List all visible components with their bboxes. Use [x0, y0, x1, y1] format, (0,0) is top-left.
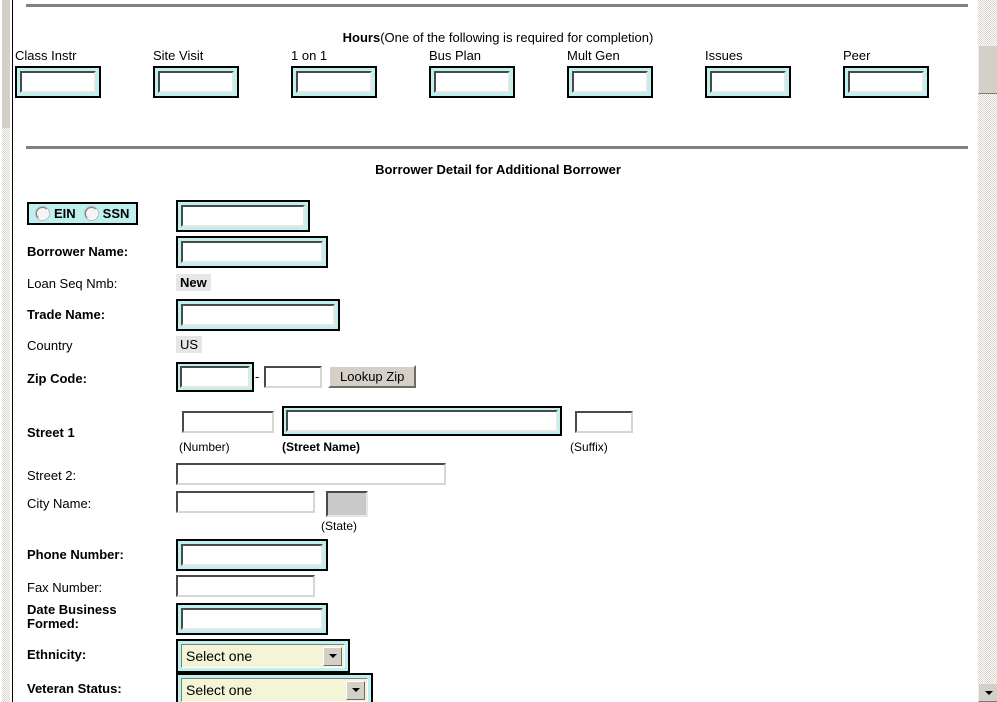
left-scrollbar-thumb[interactable] [2, 0, 10, 128]
hours-heading-strong: Hours [342, 30, 381, 45]
street-suffix-input[interactable] [575, 411, 633, 433]
city-name-input[interactable] [176, 491, 315, 513]
required-ring [15, 66, 101, 98]
loan-seq-label: Loan Seq Nmb: [27, 276, 118, 291]
hours-field-issues: Issues [705, 48, 791, 98]
chevron-down-icon[interactable] [323, 646, 342, 666]
hours-label-1-on-1: 1 on 1 [291, 48, 328, 63]
ethnicity-label: Ethnicity: [27, 647, 87, 662]
loan-seq-value: New [176, 274, 211, 291]
trade-name-label: Trade Name: [27, 307, 106, 322]
country-label: Country [27, 338, 73, 353]
street-number-caption: (Number) [179, 440, 230, 454]
hours-label-issues: Issues [705, 48, 743, 63]
hours-input-site-visit[interactable] [158, 71, 234, 93]
radio-ssn-icon[interactable] [84, 207, 98, 220]
arrow-down-icon [984, 690, 993, 695]
street2-input[interactable] [176, 463, 446, 485]
top-divider [26, 4, 968, 7]
zip-code-input[interactable] [180, 366, 250, 388]
tax-id-input[interactable] [181, 205, 305, 227]
required-ring [176, 299, 340, 331]
hours-label-class-instr: Class Instr [15, 48, 77, 63]
required-ring [176, 236, 328, 268]
id-type-selector[interactable]: EIN SSN [27, 202, 139, 225]
scroll-down-button[interactable] [978, 683, 997, 702]
zip-ext-input[interactable] [264, 366, 322, 388]
date-business-formed-label-line2: Formed: [27, 616, 79, 631]
hours-heading: Hours(One of the following is required f… [13, 30, 983, 45]
hours-input-class-instr[interactable] [20, 71, 96, 93]
trade-name-input[interactable] [181, 304, 335, 326]
street2-label: Street 2: [27, 468, 77, 483]
hours-input-peer[interactable] [848, 71, 924, 93]
required-ring: Select one [176, 639, 350, 673]
borrower-name-input[interactable] [181, 241, 323, 263]
veteran-status-select[interactable]: Select one [181, 678, 368, 702]
left-scroll-gutter [0, 0, 12, 702]
chevron-down-icon[interactable] [346, 680, 365, 700]
street-name-input[interactable] [286, 410, 558, 432]
hours-field-bus-plan: Bus Plan [429, 48, 515, 98]
left-scrollbar-track[interactable] [2, 128, 10, 702]
date-business-formed-label-line1: Date Business [27, 602, 117, 617]
required-ring [153, 66, 239, 98]
street-number-input[interactable] [182, 411, 274, 433]
zip-separator: - [255, 369, 260, 384]
phone-number-input[interactable] [181, 544, 323, 566]
city-name-label: City Name: [27, 496, 92, 511]
hours-label-mult-gen: Mult Gen [567, 48, 620, 63]
hours-input-1-on-1[interactable] [296, 71, 372, 93]
ethnicity-select[interactable]: Select one [181, 644, 345, 668]
veteran-status-label: Veteran Status: [27, 681, 122, 696]
country-value: US [176, 336, 203, 353]
hours-input-mult-gen[interactable] [572, 71, 648, 93]
required-ring [176, 603, 328, 635]
page-title: Borrower Detail for Additional Borrower [375, 162, 621, 177]
radio-ein-label[interactable]: EIN [54, 206, 76, 221]
state-display [326, 491, 368, 517]
required-ring [567, 66, 653, 98]
vertical-scrollbar-thumb[interactable] [978, 45, 997, 94]
required-ring [176, 362, 254, 392]
required-ring [843, 66, 929, 98]
date-business-formed-label: Date Business Formed: [27, 603, 117, 631]
radio-ssn-label[interactable]: SSN [102, 206, 130, 221]
required-ring [705, 66, 791, 98]
state-caption: (State) [321, 519, 358, 533]
date-business-formed-input[interactable] [181, 608, 323, 630]
required-ring [176, 539, 328, 571]
hours-field-class-instr: Class Instr [15, 48, 101, 98]
hours-input-issues[interactable] [710, 71, 786, 93]
phone-number-label: Phone Number: [27, 547, 124, 562]
document-frame: Hours(One of the following is required f… [12, 0, 978, 702]
hours-field-site-visit: Site Visit [153, 48, 239, 98]
required-ring [176, 200, 310, 232]
street1-label: Street 1 [27, 425, 75, 440]
ethnicity-select-value: Select one [186, 648, 253, 664]
veteran-status-select-value: Select one [186, 682, 253, 698]
borrower-name-label: Borrower Name: [27, 244, 129, 259]
required-ring [291, 66, 377, 98]
zip-code-label: Zip Code: [27, 371, 87, 386]
hours-field-1-on-1: 1 on 1 [291, 48, 377, 98]
lookup-zip-button[interactable]: Lookup Zip [328, 365, 417, 388]
required-ring [282, 406, 562, 436]
required-ring [429, 66, 515, 98]
hours-field-mult-gen: Mult Gen [567, 48, 653, 98]
hours-label-peer: Peer [843, 48, 871, 63]
street-name-caption: (Street Name) [282, 440, 361, 454]
fax-number-label: Fax Number: [27, 580, 103, 595]
hours-label-bus-plan: Bus Plan [429, 48, 482, 63]
fax-number-input[interactable] [176, 575, 315, 597]
hours-field-peer: Peer [843, 48, 929, 98]
required-ring: Select one [176, 673, 373, 702]
hours-label-site-visit: Site Visit [153, 48, 204, 63]
vertical-scrollbar[interactable] [978, 0, 997, 702]
hours-input-bus-plan[interactable] [434, 71, 510, 93]
street-suffix-caption: (Suffix) [570, 440, 608, 454]
section-divider [26, 146, 968, 149]
hours-heading-rest: (One of the following is required for co… [380, 30, 654, 45]
radio-ein-icon[interactable] [36, 207, 49, 220]
